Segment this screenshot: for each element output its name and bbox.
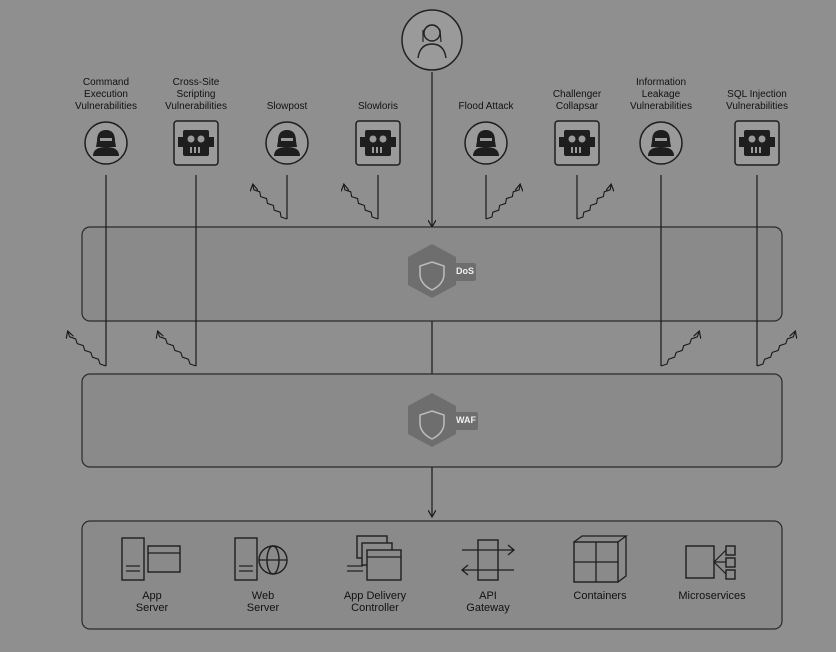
attacker-label: Slowpost (266, 101, 308, 112)
web-server-icon (234, 537, 288, 581)
api-gateway-icon (460, 539, 516, 581)
bot-icon (355, 120, 401, 166)
attack-arrow (485, 175, 520, 220)
attack-arrow (576, 175, 611, 220)
microservices-icon (685, 545, 736, 580)
containers-icon (573, 535, 628, 583)
attacker-label: Flood Attack (458, 101, 514, 112)
attack-arrow (253, 175, 288, 220)
backend-label: Web Server (246, 590, 280, 614)
bot-icon (734, 120, 780, 166)
backend-label: Microservices (678, 590, 746, 602)
attack-arrow (756, 175, 795, 367)
attack-arrow (68, 175, 107, 367)
user-icon (401, 9, 463, 71)
bot-icon (173, 120, 219, 166)
waf-badge: WAF (456, 415, 476, 425)
waf-shield-icon (408, 393, 478, 447)
backend-label: Containers (573, 590, 627, 602)
adc-icon (347, 535, 402, 581)
attacker-label: Challenger Collapsar (552, 89, 602, 112)
attacker-label: Slowloris (357, 101, 399, 112)
backend-label: API Gateway (466, 590, 510, 614)
attacker-label: Command Execution Vulnerabilities (75, 77, 137, 112)
hacker-icon (464, 121, 508, 165)
hacker-icon (639, 121, 683, 165)
hacker-icon (84, 121, 128, 165)
app-server-icon (121, 537, 181, 581)
attack-arrow (660, 175, 699, 367)
backend-label: App Delivery Controller (343, 590, 407, 614)
attack-arrow (344, 175, 379, 220)
backend-panel (81, 520, 783, 630)
backend-label: App Server (135, 590, 169, 614)
dos-badge: DoS (456, 266, 474, 276)
bot-icon (554, 120, 600, 166)
dos-shield-icon (408, 244, 476, 298)
hacker-icon (265, 121, 309, 165)
attack-arrow (158, 175, 197, 367)
attacker-label: Cross-Site Scripting Vulnerabilities (165, 77, 227, 112)
attacker-label: Information Leakage Vulnerabilities (630, 77, 692, 112)
attacker-label: SQL Injection Vulnerabilities (726, 89, 788, 112)
